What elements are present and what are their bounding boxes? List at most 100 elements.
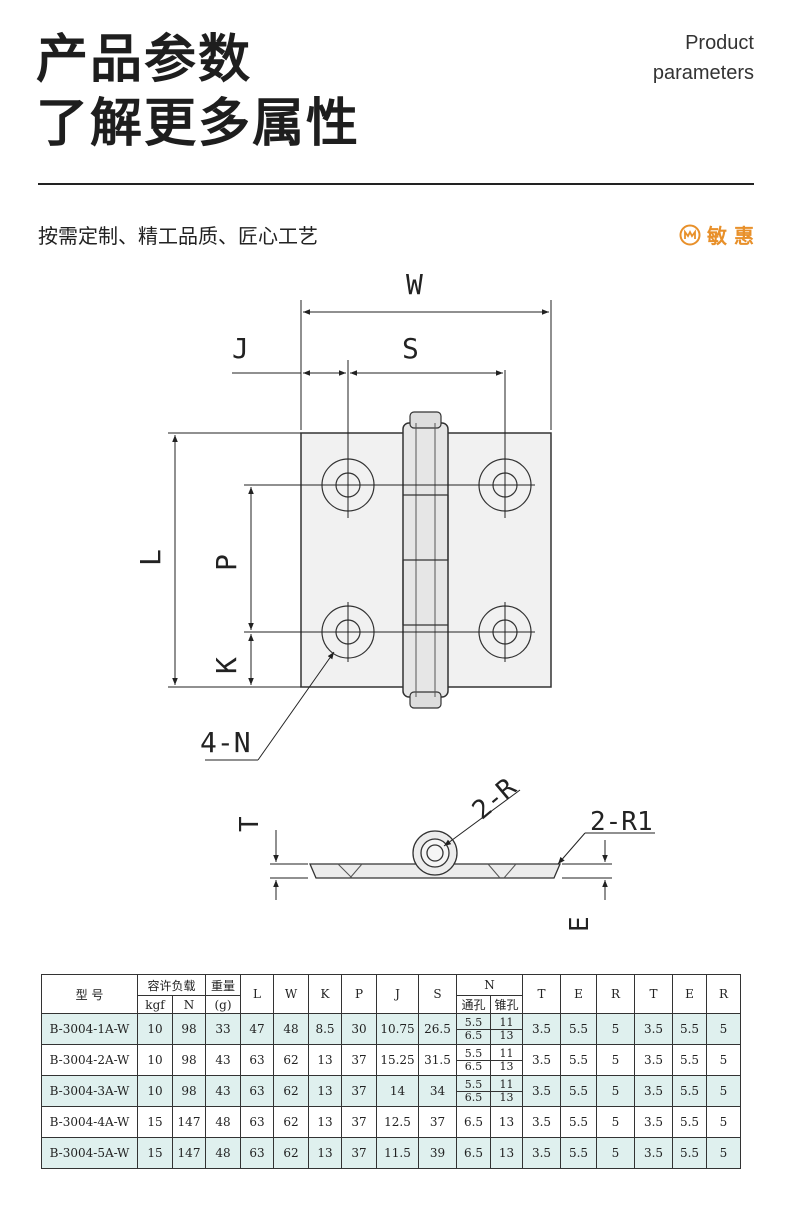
cell-model: B-3004-3A-W [41,1075,138,1107]
cell-e2: 5.5 [672,1137,707,1169]
cell-t: 3.5 [522,1137,561,1169]
col-load: 容许负载 [137,974,206,996]
cell-n-through-1: 5.5 [457,1078,490,1092]
col-l: L [240,974,274,1014]
cell-n: 98 [172,1013,206,1045]
table-row: B-3004-3A-W 10 98 43 63 62 13 37 14 34 5… [41,1075,741,1107]
col-tapered: 锥孔 [490,995,523,1014]
cell-j: 14 [376,1075,419,1107]
cell-n-through-1: 5.5 [457,1016,490,1030]
cell-kgf: 10 [137,1013,173,1045]
label-e: E [565,916,595,932]
label-s: S [402,332,419,365]
table-row: B-3004-2A-W 10 98 43 63 62 13 37 15.25 3… [41,1044,741,1076]
hinge-front-view [300,360,552,709]
cell-n-through: 6.5 [456,1137,491,1169]
cell-n-tapered-2: 13 [499,1090,514,1104]
spec-table: 型 号 容许负载 重量 L W K P J S N T E R T E R kg… [41,974,741,1169]
cell-n: 147 [172,1137,206,1169]
cell-r2: 5 [706,1106,741,1138]
cell-r: 5 [596,1044,635,1076]
title-line-1: 产品参数 [36,30,253,90]
english-subtitle-line-2: parameters [652,62,754,84]
col-w: W [273,974,309,1014]
english-subtitle-line-1: Product [685,32,754,54]
cell-t2: 3.5 [634,1137,673,1169]
cell-e: 5.5 [560,1137,597,1169]
cell-p: 30 [341,1013,377,1045]
col-r2: R [706,974,741,1014]
cell-k: 13 [308,1106,342,1138]
cell-t: 3.5 [522,1013,561,1045]
cell-model: B-3004-5A-W [41,1137,138,1169]
cell-n-tapered: 13 [490,1106,523,1138]
cell-r: 5 [596,1013,635,1045]
col-p: P [341,974,377,1014]
cell-r2: 5 [706,1044,741,1076]
cell-r: 5 [596,1075,635,1107]
cell-p: 37 [341,1106,377,1138]
cell-g: 48 [205,1106,241,1138]
cell-n-through-2: 6.5 [464,1059,483,1073]
cell-j: 12.5 [376,1106,419,1138]
cell-kgf: 10 [137,1044,173,1076]
cell-w: 62 [273,1106,309,1138]
cell-k: 13 [308,1137,342,1169]
cell-e2: 5.5 [672,1075,707,1107]
col-t2: T [634,974,673,1014]
col-k: K [308,974,342,1014]
cell-l: 63 [240,1044,274,1076]
cell-n: 147 [172,1106,206,1138]
label-p: P [210,554,243,571]
cell-w: 62 [273,1075,309,1107]
cell-e2: 5.5 [672,1106,707,1138]
title-line-2: 了解更多属性 [36,94,361,154]
col-j: J [376,974,419,1014]
col-n-unit: N [172,995,206,1014]
cell-p: 37 [341,1137,377,1169]
cell-j: 10.75 [376,1013,419,1045]
cell-t2: 3.5 [634,1013,673,1045]
label-r1: 2-R1 [590,807,653,837]
cell-r2: 5 [706,1075,741,1107]
slogan: 按需定制、精工品质、匠心工艺 [38,224,318,248]
col-t: T [522,974,561,1014]
cell-s: 26.5 [418,1013,457,1045]
label-t: T [235,816,265,832]
cell-g: 43 [205,1044,241,1076]
cell-t2: 3.5 [634,1044,673,1076]
col-r: R [596,974,635,1014]
cell-p: 37 [341,1044,377,1076]
cell-model: B-3004-4A-W [41,1106,138,1138]
cell-t: 3.5 [522,1106,561,1138]
dimension-lines [168,300,552,761]
label-j: J [232,332,249,365]
cell-kgf: 15 [137,1106,173,1138]
brand: 敏 惠 [679,220,754,249]
cell-l: 47 [240,1013,274,1045]
cell-l: 63 [240,1137,274,1169]
cell-kgf: 10 [137,1075,173,1107]
cell-t: 3.5 [522,1075,561,1107]
cell-k: 13 [308,1075,342,1107]
label-l: L [134,549,167,566]
col-n: N [456,974,523,996]
brand-logo-icon [679,224,701,245]
cell-j: 15.25 [376,1044,419,1076]
hinge-drawing: W J S L P K 4-N T E 2-R 2-R1 [134,268,655,932]
cell-e: 5.5 [560,1075,597,1107]
col-model: 型 号 [41,974,138,1014]
cell-w: 48 [273,1013,309,1045]
col-e2: E [672,974,707,1014]
col-s: S [418,974,457,1014]
col-weight: 重量 [205,974,241,996]
cell-g: 33 [205,1013,241,1045]
label-n: 4-N [200,726,251,759]
cell-n-through: 6.5 [456,1106,491,1138]
cell-s: 31.5 [418,1044,457,1076]
cell-l: 63 [240,1075,274,1107]
cell-e2: 5.5 [672,1013,707,1045]
